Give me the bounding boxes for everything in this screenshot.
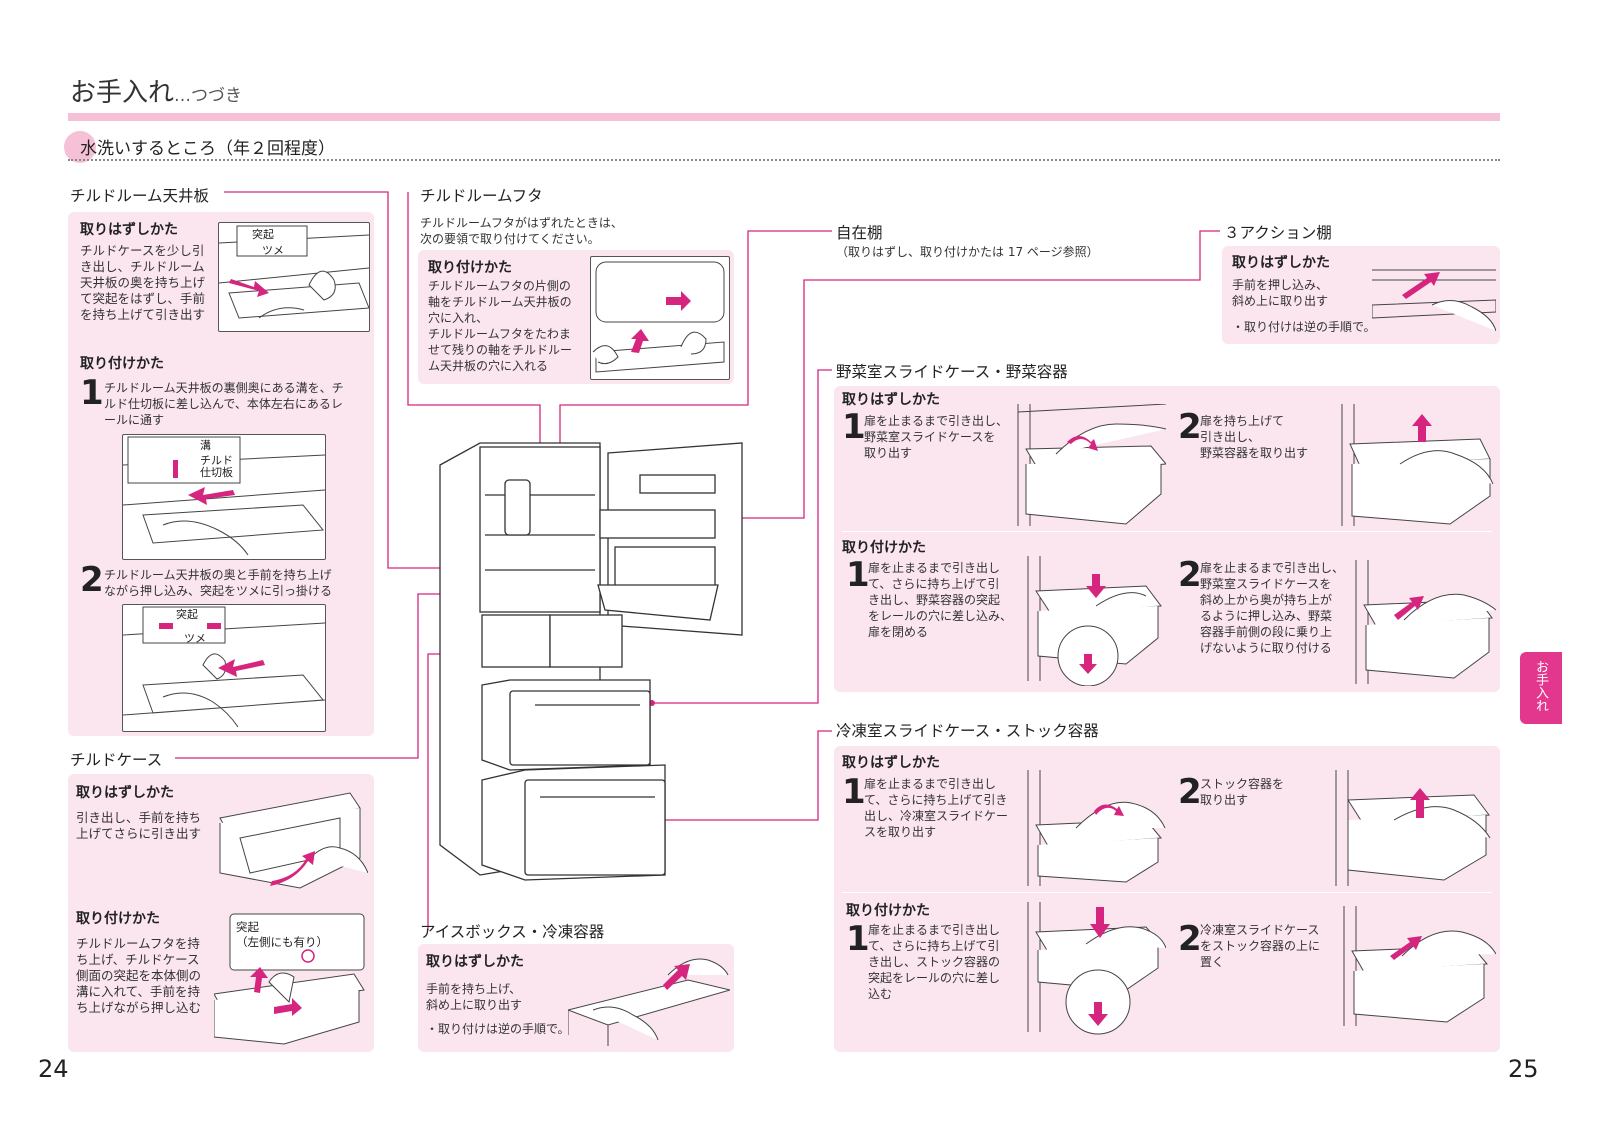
chilled-lid-title: チルドルームフタ <box>420 187 543 205</box>
vegetable-remove-heading: 取りはずしかた <box>842 392 940 408</box>
chilled-ceiling-callout-tokki: 突起 <box>252 228 274 241</box>
freezer-attach-step2-number: 2 <box>1178 919 1202 959</box>
vegetable-attach-step1-illustration <box>1026 556 1166 686</box>
chilled-ceiling-step2-text: チルドルーム天井板の奥と手前を持ち上げ ながら押し込み、突起をツメに引っ掛ける <box>104 568 333 598</box>
freezer-attach-heading: 取り付けかた <box>846 903 930 919</box>
freezer-remove-step1-number: 1 <box>842 772 866 812</box>
freezer-attach-step1-illustration <box>1026 902 1166 1036</box>
chilled-ceiling-step2-callout-tsume: ツメ <box>184 632 206 645</box>
action-shelf-note: ・取り付けは逆の手順で。 <box>1232 320 1376 334</box>
chilled-ceiling-step2-number: 2 <box>80 560 104 600</box>
vegetable-remove-step2-illustration <box>1340 404 1496 526</box>
chilled-ceiling-step1-illustration <box>122 434 326 560</box>
ice-box-remove-heading: 取りはずしかた <box>426 954 524 970</box>
refrigerator-illustration <box>439 442 743 881</box>
chilled-ceiling-remove-text: チルドケースを少し引 き出し、チルドルーム 天井板の奥を持ち上げ て突起をはずし… <box>80 243 206 322</box>
chilled-lid-illustration <box>590 256 730 380</box>
freezer-remove-heading: 取りはずしかた <box>842 755 940 771</box>
freezer-attach-step1-text: 扉を止まるまで引き出し て、さらに持ち上げて引 き出し、ストック容器の 突起をレ… <box>868 923 1001 1001</box>
vegetable-remove-step1-illustration <box>1016 404 1166 526</box>
header-pink-band <box>68 113 1500 121</box>
vegetable-remove-step1-number: 1 <box>842 407 866 447</box>
action-shelf-illustration <box>1372 250 1496 338</box>
chilled-ceiling-remove-heading: 取りはずしかた <box>80 222 178 238</box>
free-shelf-note: （取りはずし、取り付けかたは 17 ページ参照） <box>836 245 1099 259</box>
ice-box-illustration <box>568 950 730 1046</box>
page-number-left: 24 <box>38 1055 69 1083</box>
vegetable-title: 野菜室スライドケース・野菜容器 <box>836 363 1068 381</box>
free-shelf-title: 自在棚 <box>836 224 883 242</box>
action-shelf-remove-heading: 取りはずしかた <box>1232 255 1330 271</box>
freezer-title: 冷凍室スライドケース・ストック容器 <box>836 722 1099 740</box>
chilled-ceiling-callout-partition: チルド 仕切板 <box>200 454 233 479</box>
vegetable-attach-step1-number: 1 <box>846 555 870 595</box>
freezer-remove-step2-text: ストック容器を 取り出す <box>1200 777 1285 807</box>
vegetable-remove-step2-text: 扉を持ち上げて 引き出し、 野菜容器を取り出す <box>1200 414 1309 460</box>
freezer-attach-step2-illustration <box>1342 906 1496 1026</box>
chilled-case-remove-text: 引き出し、手前を持ち 上げてさらに引き出す <box>76 810 202 841</box>
action-shelf-title: ３アクション棚 <box>1224 224 1332 242</box>
chilled-case-remove-heading: 取りはずしかた <box>76 785 174 801</box>
freezer-remove-step2-illustration <box>1334 770 1496 886</box>
vegetable-attach-step2-text: 扉を止まるまで引き出し、 野菜室スライドケースを 斜め上から奥が持ち上が るよう… <box>1200 561 1345 655</box>
chilled-case-attach-text: チルドルームフタを持 ち上げ、チルドケース 側面の突起を本体側の 溝に入れて、手… <box>76 936 202 1015</box>
ice-box-remove-text: 手前を持ち上げ、 斜め上に取り出す <box>426 982 523 1012</box>
chilled-lid-intro: チルドルームフタがはずれたときは、 次の要領で取り付けてください。 <box>420 216 623 246</box>
section-divider <box>68 159 1500 161</box>
chilled-case-remove-illustration <box>210 778 368 892</box>
freezer-divider <box>842 892 1492 893</box>
chilled-case-callout: 突起 （左側にも有り） <box>236 920 328 949</box>
action-shelf-remove-text: 手前を押し込み、 斜め上に取り出す <box>1232 278 1329 308</box>
chilled-ceiling-title: チルドルーム天井板 <box>70 187 210 205</box>
freezer-remove-step2-number: 2 <box>1178 772 1202 812</box>
side-tab[interactable] <box>1520 652 1562 724</box>
section-heading-bullet <box>64 131 96 163</box>
freezer-attach-step1-number: 1 <box>846 919 870 959</box>
chilled-ceiling-step2-callout-tokki: 突起 <box>176 608 198 621</box>
freezer-remove-step1-text: 扉を止まるまで引き出し て、さらに持ち上げて引き 出し、冷凍室スライドケー スを… <box>864 777 1009 839</box>
chilled-ceiling-step1-text: チルドルーム天井板の裏側奥にある溝を、チ ルド仕切板に差し込んで、本体左右にある… <box>104 381 344 427</box>
action-shelf-pane <box>1222 246 1500 344</box>
chilled-ceiling-callout-mizo: 溝 <box>200 439 211 452</box>
freezer-remove-step1-illustration <box>1026 770 1166 886</box>
chilled-lid-attach-heading: 取り付けかた <box>428 260 512 276</box>
vegetable-attach-heading: 取り付けかた <box>842 540 926 556</box>
page-number-right: 25 <box>1508 1055 1539 1083</box>
vegetable-attach-step2-illustration <box>1354 560 1496 684</box>
chilled-ceiling-attach-heading: 取り付けかた <box>80 356 164 372</box>
chilled-ceiling-step1-number: 1 <box>80 373 104 413</box>
chilled-ceiling-callout-tsume: ツメ <box>262 244 284 257</box>
vegetable-remove-step2-number: 2 <box>1178 407 1202 447</box>
page-title-main: お手入れ <box>70 78 175 108</box>
chilled-case-attach-heading: 取り付けかた <box>76 911 160 927</box>
vegetable-remove-step1-text: 扉を止まるまで引き出し、 野菜室スライドケースを 取り出す <box>864 414 1009 460</box>
page-title-suffix: …つづき <box>174 86 243 106</box>
chilled-lid-attach-text: チルドルームフタの片側の 軸をチルドルーム天井板の 穴に入れ、 チルドルームフタ… <box>428 279 573 373</box>
chilled-ceiling-remove-illustration <box>218 222 370 332</box>
chilled-case-attach-illustration <box>214 912 366 1046</box>
section-heading: 水洗いするところ（年２回程度） <box>80 139 335 159</box>
ice-box-note: ・取り付けは逆の手順で。 <box>426 1022 570 1036</box>
vegetable-divider <box>842 531 1492 532</box>
ice-box-title: アイスボックス・冷凍容器 <box>420 923 605 941</box>
chilled-ceiling-step2-illustration <box>122 604 326 732</box>
freezer-attach-step2-text: 冷凍室スライドケース をストック容器の上に 置く <box>1200 923 1321 969</box>
side-tab-label: お手入れ <box>1533 660 1548 712</box>
vegetable-attach-step2-number: 2 <box>1178 555 1202 595</box>
vegetable-attach-step1-text: 扉を止まるまで引き出し て、さらに持ち上げて引 き出し、野菜容器の突起 をレール… <box>868 561 1013 639</box>
page-title: お手入れ…つづき <box>70 72 242 109</box>
chilled-case-title: チルドケース <box>70 751 163 769</box>
